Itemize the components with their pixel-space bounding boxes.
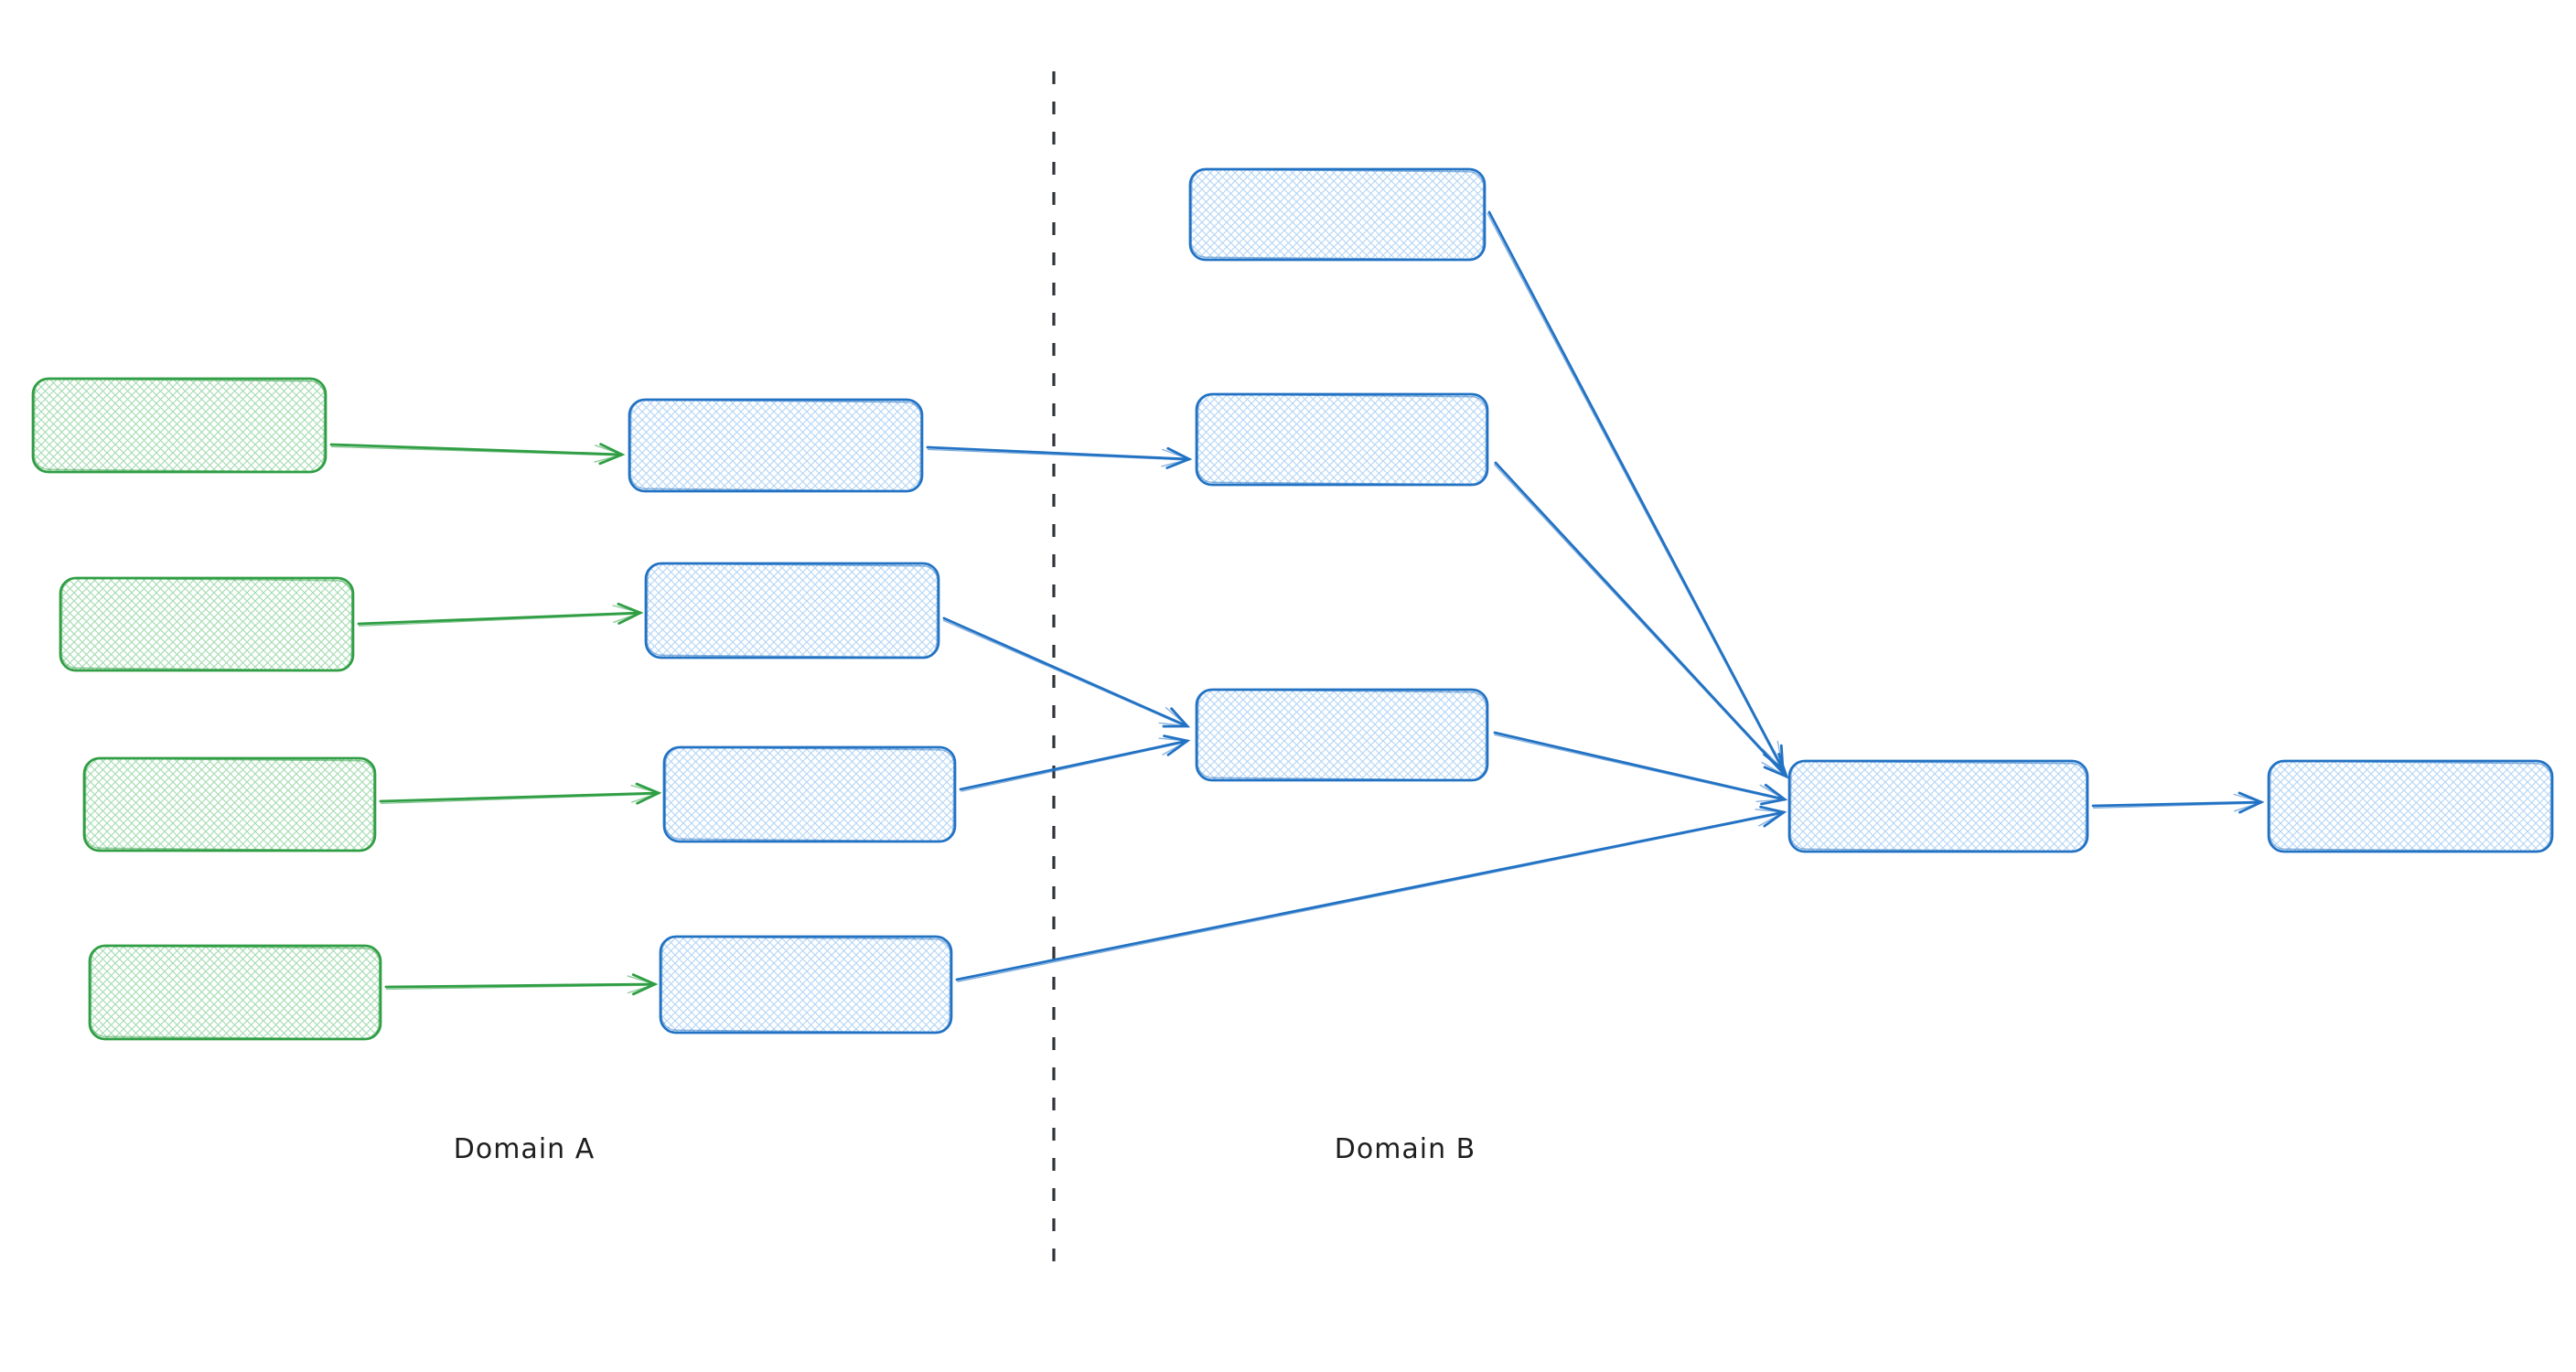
edge-process-a2-to-process-b3 [942, 616, 1191, 728]
edge-process-a3-to-process-b3 [959, 734, 1191, 792]
node-source-a2 [59, 576, 355, 672]
edge-aggregator-to-output [2091, 791, 2265, 814]
node-process-a3 [662, 745, 957, 843]
node-source-a4 [88, 944, 382, 1041]
node-aggregator-b [1787, 759, 2089, 853]
node-process-a1 [628, 398, 924, 493]
edge-process-b3-to-aggregator [1493, 731, 1788, 806]
edge-process-a4-to-aggregator [955, 805, 1787, 982]
node-output-b [2267, 759, 2554, 853]
node-process-b1 [1188, 167, 1487, 262]
node-process-a2 [644, 562, 940, 659]
edge-source-a1-to-process-a1 [329, 443, 626, 466]
node-process-b2 [1195, 392, 1489, 487]
edge-source-a3-to-process-a3 [379, 782, 662, 805]
edge-source-a2-to-process-a2 [357, 602, 644, 627]
label-domain-b: Domain B [1335, 1133, 1476, 1165]
edge-source-a4-to-process-a4 [384, 973, 659, 996]
node-source-a3 [82, 756, 377, 852]
node-process-a4 [659, 935, 953, 1034]
label-domain-a: Domain A [454, 1133, 595, 1165]
node-source-a1 [31, 377, 327, 474]
edge-process-b1-to-aggregator [1487, 210, 1785, 773]
node-process-b3 [1195, 688, 1489, 782]
edge-process-a1-to-process-b2 [926, 445, 1193, 469]
edge-process-b2-to-aggregator [1493, 461, 1789, 779]
